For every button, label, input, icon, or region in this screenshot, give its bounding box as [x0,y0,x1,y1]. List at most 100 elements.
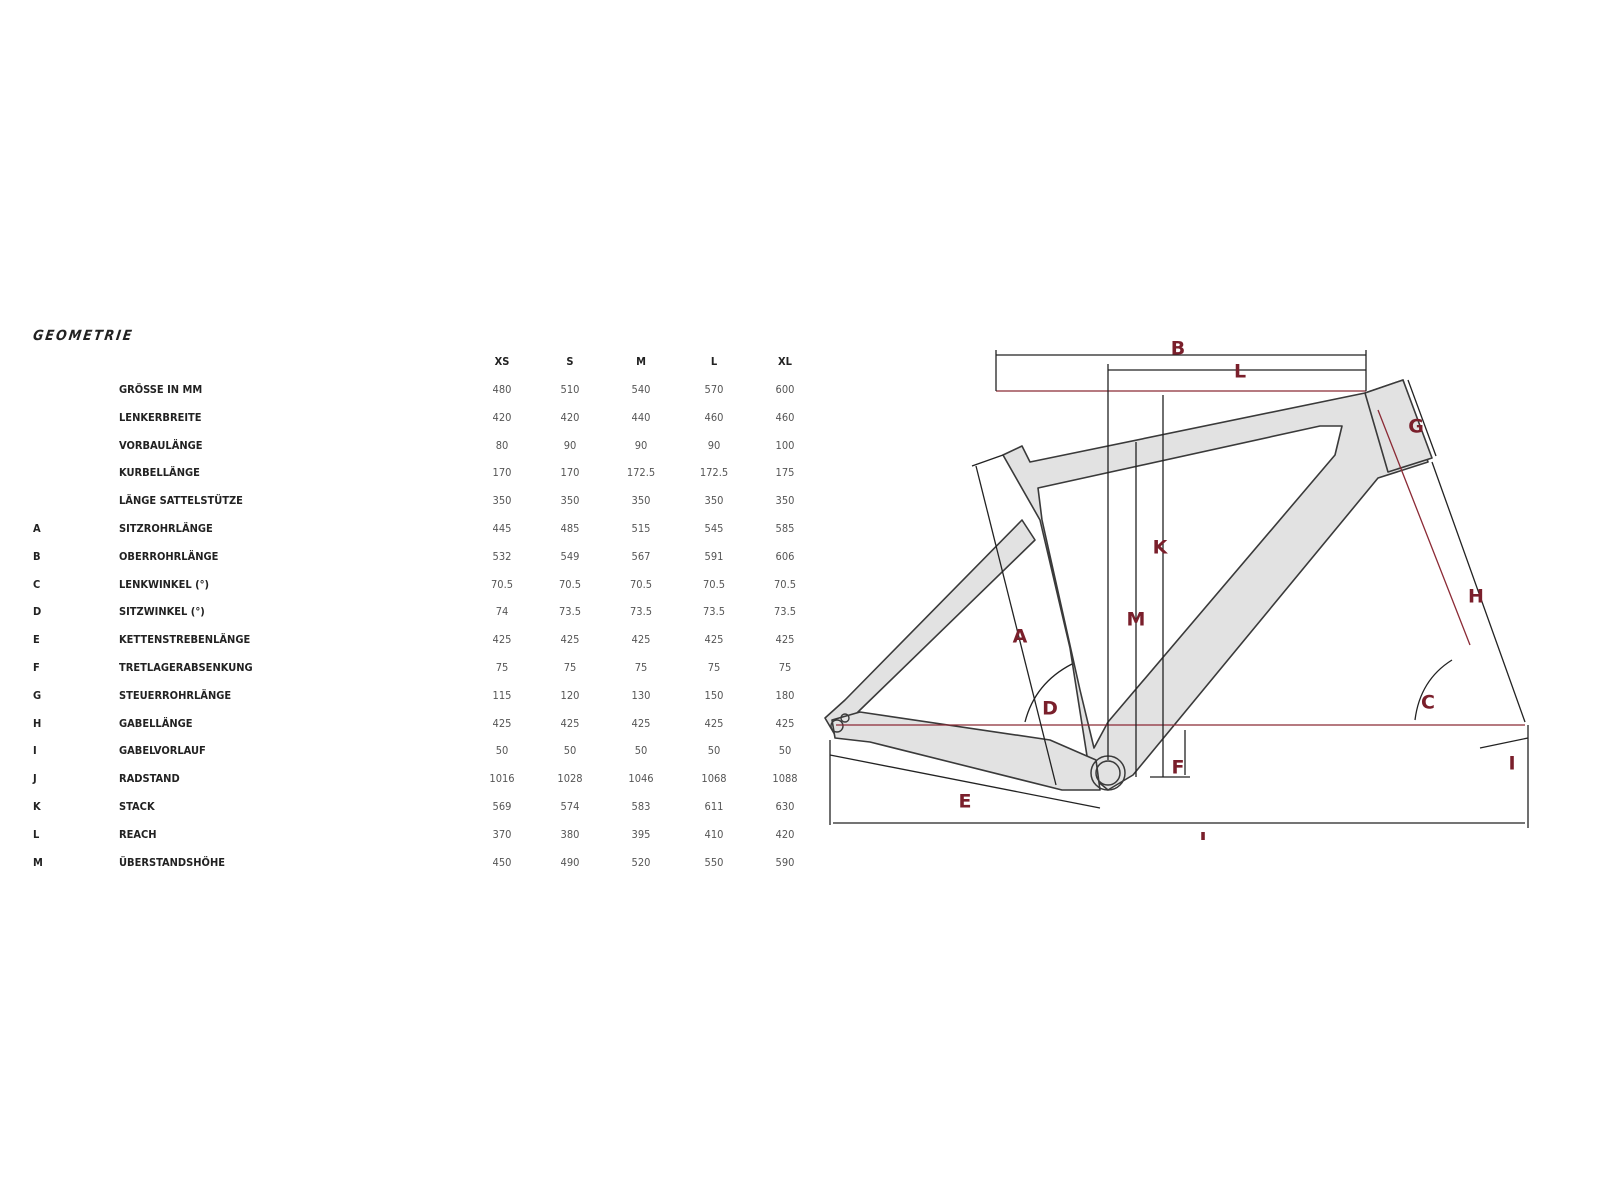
value-cell-s: 90 [563,438,577,452]
head-tube [1364,379,1433,473]
value-cell-l: 545 [704,522,724,535]
row-label: REACH [119,827,157,841]
value-cell-xs: 480 [492,383,512,396]
row-code: G [33,688,42,702]
value-cell-s: 574 [560,800,580,813]
dim-label-j: J [1197,829,1206,841]
value-cell-l: 425 [704,633,724,647]
reference-lines [836,390,1525,726]
value-cell-l: 425 [704,716,724,730]
value-cell-xl: 590 [775,855,795,869]
value-cell-l: 350 [704,494,724,508]
value-cell-xs: 350 [492,494,512,508]
value-cell-s: 350 [560,494,580,508]
value-cell-l: 50 [707,744,721,758]
value-cell-xl: 600 [775,383,795,396]
row-code: C [33,577,41,591]
row-label: STACK [119,800,155,813]
value-cell-xs: 532 [492,549,512,563]
value-cell-xl: 460 [775,410,795,424]
value-cell-xl: 425 [775,716,795,730]
value-cell-xl: 1088 [772,772,798,786]
value-cell-s: 485 [560,522,580,535]
value-cell-xl: 100 [775,438,795,452]
value-cell-xs: 115 [492,688,512,702]
value-cell-l: 90 [707,438,721,452]
dim-label-b: B [1171,338,1185,360]
value-cell-m: 73.5 [629,605,653,619]
value-cell-m: 515 [631,522,651,535]
row-label: GRÖSSE IN MM [119,383,203,396]
value-cell-s: 380 [560,827,580,841]
row-label: LENKWINKEL (°) [119,577,210,591]
row-label: KETTENSTREBENLÄNGE [119,633,251,647]
value-cell-xs: 445 [492,522,512,535]
row-label: LENKERBREITE [119,410,202,424]
value-cell-s: 1028 [557,772,583,786]
value-cell-xl: 73.5 [773,605,797,619]
value-cell-xl: 585 [775,522,795,535]
dim-label-l: L [1234,361,1246,383]
dim-label-g: G [1408,416,1424,438]
row-code: A [33,522,41,535]
dim-label-f: F [1172,757,1185,779]
value-cell-s: 549 [560,549,580,563]
value-cell-l: 172.5 [699,466,729,480]
size-header-xl: XL [778,355,792,368]
size-header-xs: XS [494,355,510,368]
dim-label-d: D [1042,698,1058,720]
value-cell-s: 425 [560,633,580,647]
value-cell-xs: 74 [495,605,509,619]
value-cell-s: 490 [560,855,580,869]
value-cell-m: 350 [631,494,651,508]
value-cell-m: 75 [634,661,648,674]
value-cell-xs: 50 [495,744,509,758]
value-cell-m: 395 [631,827,651,841]
value-cell-m: 130 [631,688,651,702]
value-cell-xs: 370 [492,827,512,841]
value-cell-m: 70.5 [629,577,653,591]
value-cell-m: 1046 [628,772,654,786]
row-label: GABELVORLAUF [119,744,206,758]
value-cell-xl: 70.5 [773,577,797,591]
size-header-m: M [636,355,646,368]
value-cell-m: 50 [634,744,648,758]
row-code: M [33,855,43,869]
value-cell-s: 70.5 [558,577,582,591]
row-label: SITZROHRLÄNGE [119,522,213,535]
rear-dropout [830,713,850,733]
row-code: L [33,827,40,841]
dimension-lines [829,350,1529,828]
value-cell-s: 170 [560,466,580,480]
dim-label-a: A [1013,626,1028,648]
row-label: OBERROHRLÄNGE [119,549,219,563]
row-label: TRETLAGERABSENKUNG [119,661,253,674]
row-code: F [33,661,40,674]
front-triangle [1002,379,1429,791]
value-cell-m: 172.5 [626,466,656,480]
value-cell-xl: 350 [775,494,795,508]
value-cell-xs: 170 [492,466,512,480]
row-code: B [33,549,41,563]
row-code: E [33,633,40,647]
row-label: LÄNGE SATTELSTÜTZE [119,494,243,508]
chain-stay [831,711,1101,791]
value-cell-l: 550 [704,855,724,869]
value-cell-xs: 425 [492,716,512,730]
row-label: KURBELLÄNGE [119,466,200,480]
row-label: STEUERROHRLÄNGE [119,688,232,702]
size-header-l: L [710,355,718,368]
dim-label-c: C [1421,692,1435,714]
value-cell-m: 440 [631,410,651,424]
frame-geometry-diagram: B L G K M A D H C F I E J [824,338,1529,841]
value-cell-xl: 630 [775,800,795,813]
value-cell-xs: 569 [492,800,512,813]
value-cell-l: 591 [704,549,724,563]
value-cell-s: 425 [560,716,580,730]
value-cell-l: 410 [704,827,724,841]
value-cell-l: 150 [704,688,724,702]
value-cell-xs: 420 [492,410,512,424]
value-cell-xl: 50 [778,744,792,758]
size-header-s: S [566,355,574,368]
